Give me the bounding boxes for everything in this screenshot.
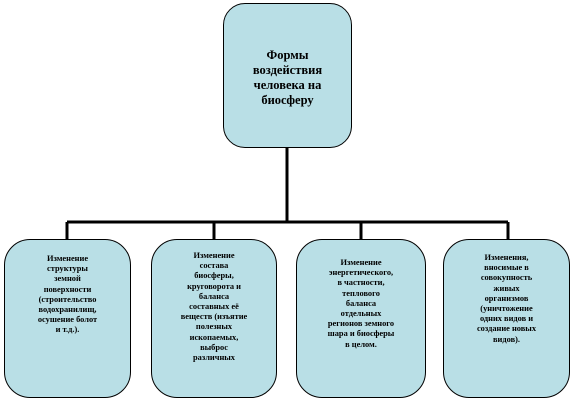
child-node-label: Изменение структуры земной поверхности (… — [37, 254, 98, 335]
root-node-label: Формы воздействия человека на биосферу — [252, 48, 323, 107]
child-node-label: Изменение состава биосферы, круговорота … — [180, 251, 248, 363]
child-node-living-organisms: Изменения, вносимые в совокупность живых… — [443, 239, 570, 398]
root-node: Формы воздействия человека на биосферу — [223, 3, 352, 148]
child-node-biosphere-composition: Изменение состава биосферы, круговорота … — [151, 239, 277, 398]
child-node-surface-structure: Изменение структуры земной поверхности (… — [4, 239, 131, 398]
child-node-label: Изменения, вносимые в совокупность живых… — [476, 253, 537, 344]
child-node-label: Изменение энергетического, в частности, … — [327, 258, 395, 349]
child-node-energy-balance: Изменение энергетического, в частности, … — [296, 239, 426, 398]
